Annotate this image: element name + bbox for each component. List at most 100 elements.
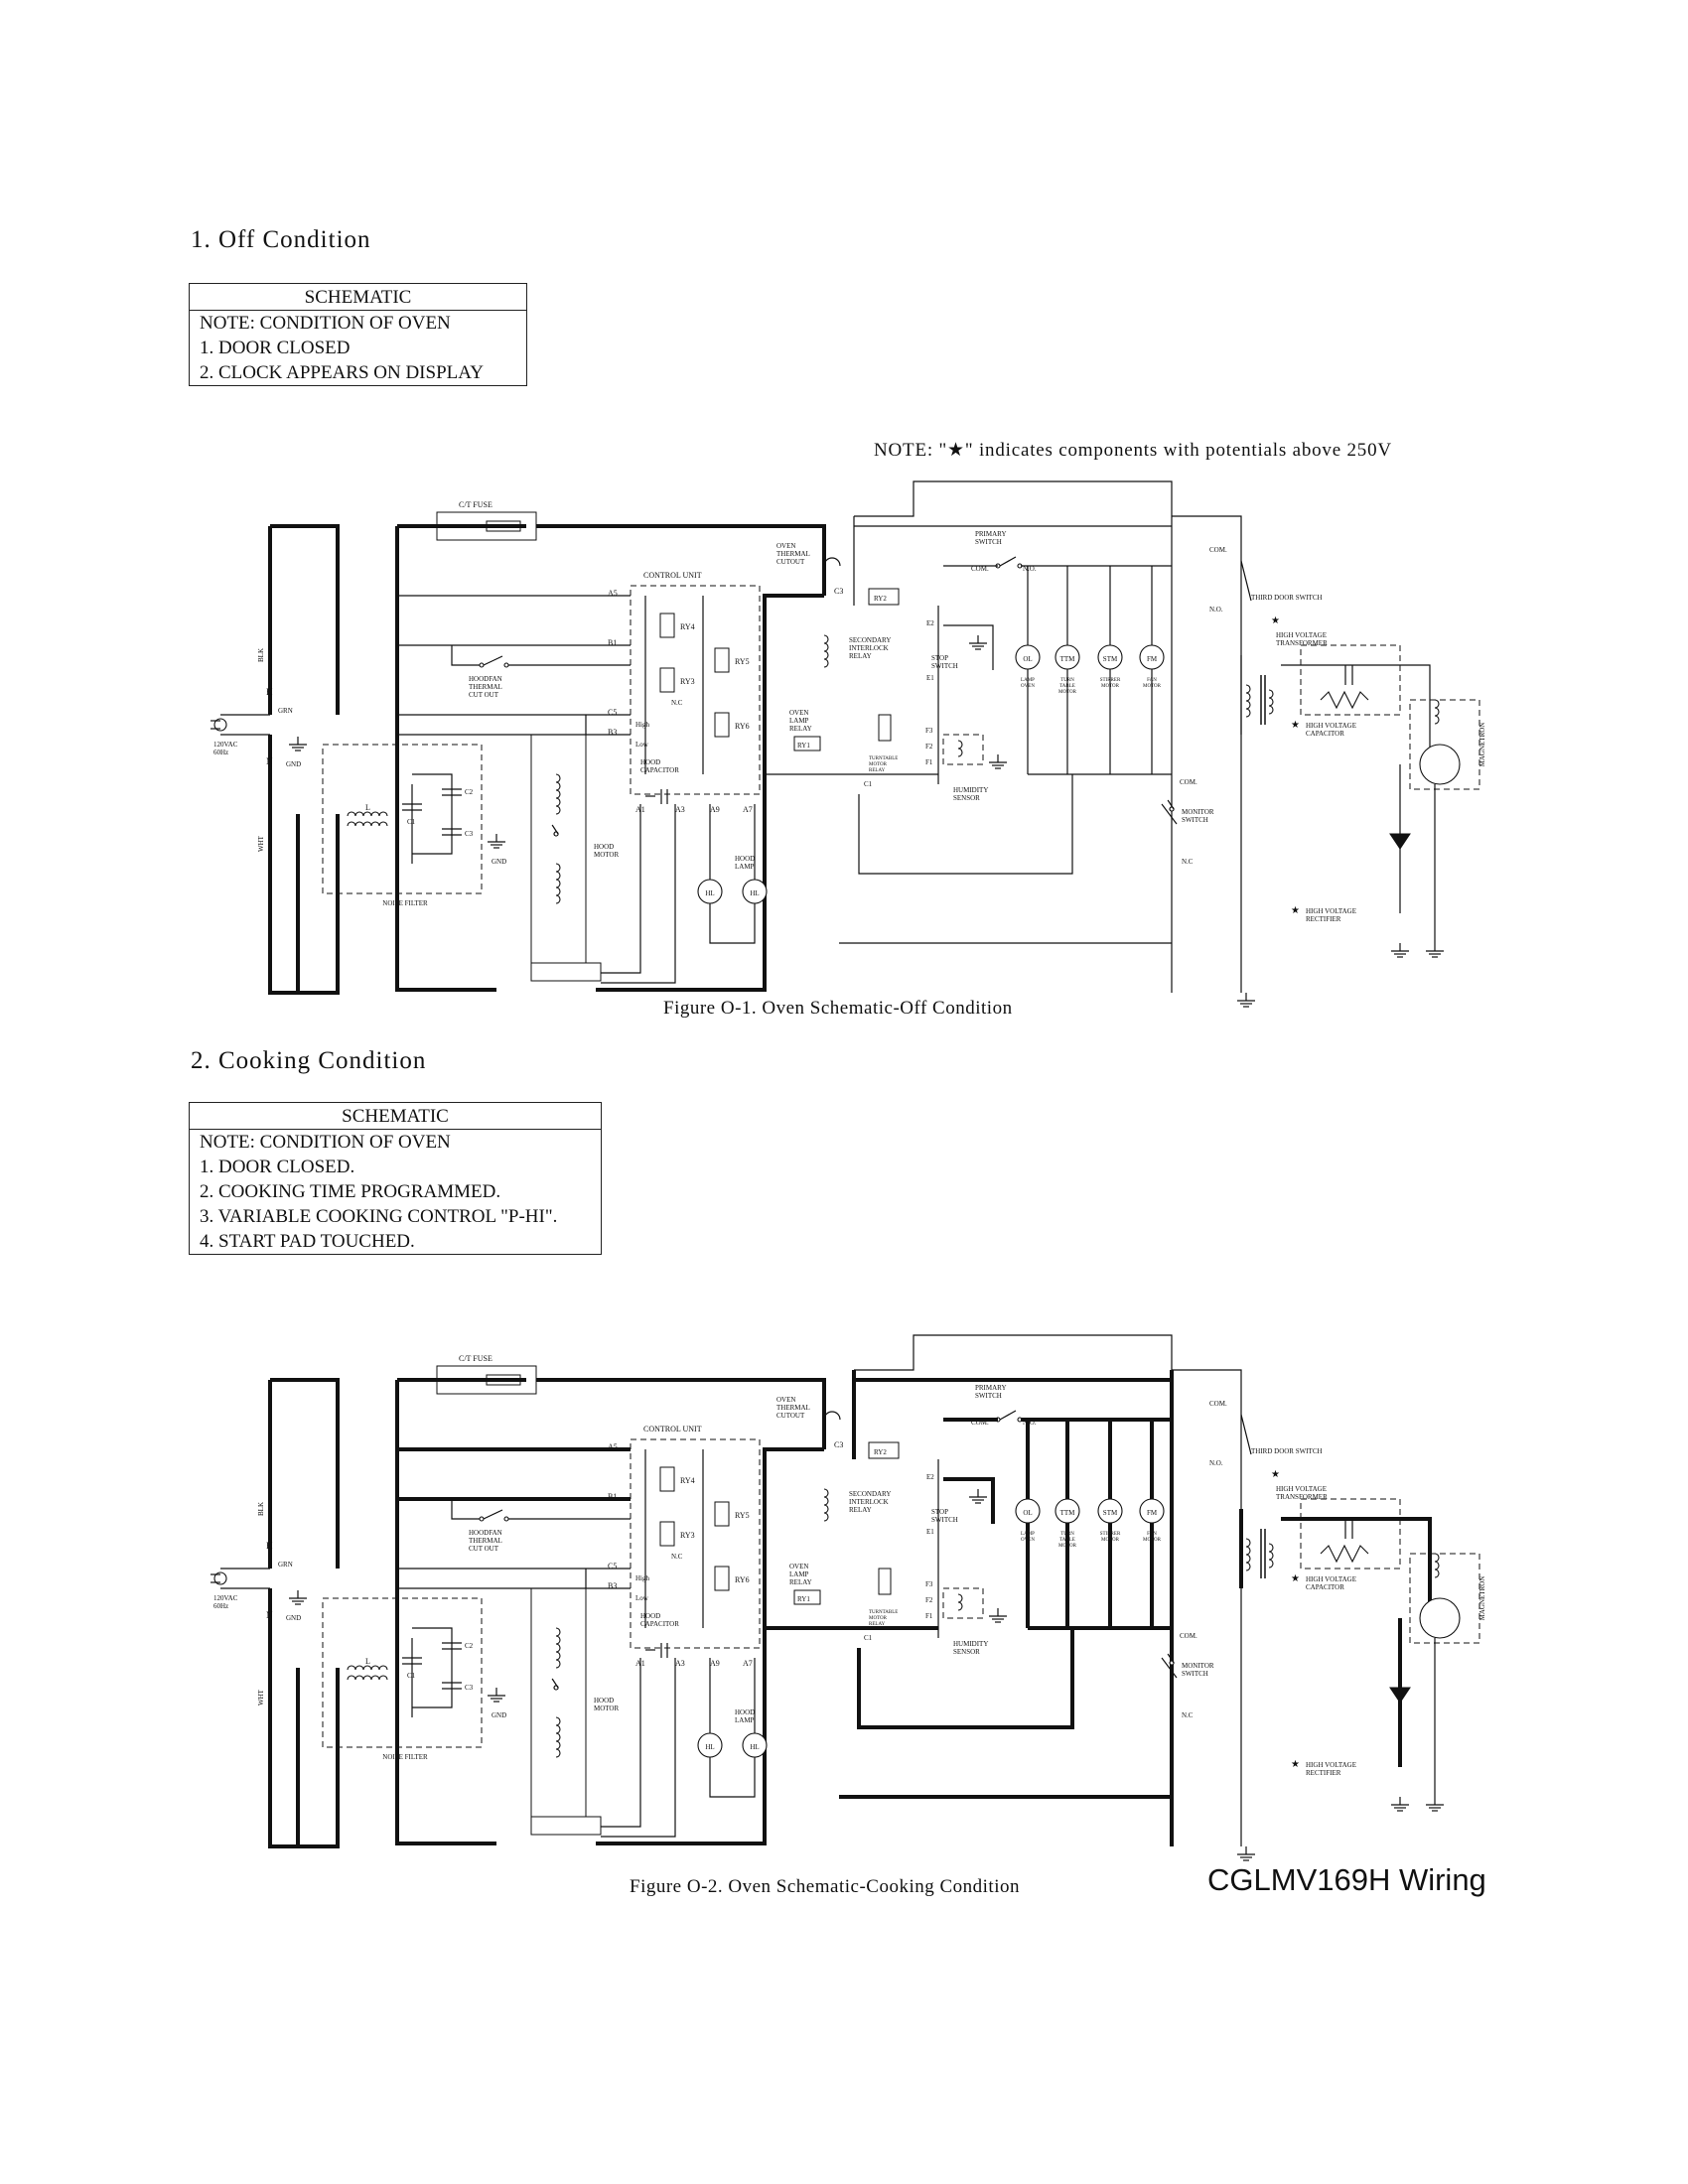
- supply-wire: [536, 1378, 826, 1449]
- com-label: COM.: [1209, 546, 1227, 554]
- gnd-label: GND: [492, 1711, 506, 1719]
- supply-wire: [270, 524, 340, 715]
- relay-coil-ry5: [714, 1501, 730, 1527]
- motor-label: STM: [1103, 655, 1118, 663]
- hood-motor-contact: [551, 1678, 559, 1689]
- humidity-sensor-box: [942, 1587, 984, 1619]
- monitor-switch: [1161, 1657, 1178, 1679]
- hv-capacitor-box: [1300, 644, 1401, 716]
- turntable-relay-label: MOTOR: [869, 762, 888, 767]
- hood-lamp-label: HL: [705, 889, 714, 897]
- humidity-sensor-coil: [957, 1593, 963, 1611]
- supply-label: 120VAC: [213, 1594, 238, 1602]
- hood-lamp-label: HL: [750, 1743, 759, 1751]
- hv-transformer-label: HIGH VOLTAGE: [1276, 631, 1327, 639]
- terminal-label: B3: [608, 1581, 617, 1590]
- magnetron-box: [1409, 699, 1480, 790]
- line-h-label: H: [266, 1541, 273, 1551]
- relay-label: RY4: [680, 622, 695, 631]
- supply-label: 60Hz: [213, 1602, 228, 1610]
- relay-coil-ry6: [714, 712, 730, 738]
- hv-star-icon: ★: [1291, 905, 1300, 916]
- oven-cutout-label: CUTOUT: [776, 558, 805, 566]
- terminal-label: F3: [925, 727, 933, 735]
- hv-transformer-secondary: [1268, 1543, 1274, 1569]
- terminal-label: A7: [743, 1659, 753, 1668]
- monitor-switch-label: MONITOR: [1182, 808, 1214, 816]
- section-2-heading: 2. Cooking Condition: [191, 1047, 427, 1074]
- stop-switch-label: STOP: [931, 654, 948, 662]
- relay-label: RY5: [735, 1511, 750, 1520]
- hood-capacitor-label: HOOD: [640, 1612, 660, 1620]
- relay-coil-turntable: [878, 714, 892, 742]
- hood-motor-wire: [601, 1658, 676, 1838]
- primary-switch: [999, 556, 1017, 567]
- hoodfan-cutout-label: THERMAL: [469, 683, 502, 691]
- terminal-label: B1: [608, 638, 617, 647]
- noise-filter-label: NOISE FILTER: [382, 899, 428, 907]
- relay-coil-ry6: [714, 1566, 730, 1591]
- supply-wire: [298, 1668, 340, 1848]
- magnetron-box: [1409, 1553, 1480, 1644]
- oven-thermal-cutout: [823, 557, 841, 567]
- cap-label: C2: [465, 1642, 474, 1650]
- wire-color-label: WHT: [257, 1689, 265, 1706]
- secondary-relay-coil: [823, 634, 829, 668]
- hv-transformer-primary: [1245, 684, 1251, 718]
- monitor-switch-label: MONITOR: [1182, 1662, 1214, 1670]
- magnetron-label: MAGNETRON: [1478, 723, 1486, 767]
- ct-fuse-label: C/T FUSE: [459, 1354, 492, 1363]
- relay-coil-ry3: [659, 667, 675, 693]
- third-door-switch: [1240, 560, 1252, 602]
- magnetron-tube: [1419, 744, 1461, 785]
- primary-switch: [999, 1410, 1017, 1421]
- secondary-relay-label: INTERLOCK: [849, 1498, 889, 1506]
- monitor-switch-label: SWITCH: [1182, 816, 1208, 824]
- terminal-label: A9: [710, 1659, 720, 1668]
- low-label: Low: [635, 1594, 649, 1602]
- oven-lamp-relay-label: OVEN: [789, 709, 808, 717]
- terminal-label: F1: [925, 1612, 933, 1620]
- hood-motor-winding: [555, 863, 561, 904]
- hv-rectifier-diode: [1389, 833, 1411, 850]
- hood-lamp-label: HL: [705, 1743, 714, 1751]
- hood-capacitor-label: CAPACITOR: [640, 766, 679, 774]
- coil-l-label: L: [365, 1657, 370, 1666]
- terminal-label: A5: [608, 1442, 618, 1451]
- relay-coil-ry4: [659, 613, 675, 638]
- section-1-heading: 1. Off Condition: [191, 226, 371, 253]
- section-2-note-box: SCHEMATIC NOTE: CONDITION OF OVEN 1. DOO…: [189, 1102, 602, 1255]
- supply-wire: [270, 1378, 340, 1569]
- terminal-label: A7: [743, 805, 753, 814]
- secondary-relay-label: INTERLOCK: [849, 644, 889, 652]
- terminal-label: F2: [925, 743, 933, 751]
- terminal-label: E1: [926, 674, 934, 682]
- hv-star-icon: ★: [1291, 1573, 1300, 1584]
- relay-coil-ry1: [793, 1589, 821, 1605]
- terminal-label: F2: [925, 1596, 933, 1604]
- terminal-label: C1: [864, 780, 873, 788]
- stop-switch-wire: [943, 1477, 995, 1524]
- cap-label: C3: [465, 1684, 474, 1692]
- ct-fuse-label: C/T FUSE: [459, 500, 492, 509]
- hv-star-icon: ★: [1271, 615, 1280, 626]
- stop-switch-wire: [943, 624, 994, 670]
- com-label: COM.: [1209, 1400, 1227, 1408]
- supply-wire: [596, 594, 824, 992]
- com-label: COM.: [1180, 778, 1197, 786]
- terminal-label: A9: [710, 805, 720, 814]
- third-door-wire: [1172, 515, 1242, 993]
- hv-capacitor-label: CAPACITOR: [1306, 1583, 1344, 1591]
- note-line: 4. START PAD TOUCHED.: [200, 1231, 415, 1252]
- supply-label: 120VAC: [213, 741, 238, 749]
- supply-wire-wht: [268, 735, 300, 995]
- note-box-header: SCHEMATIC: [190, 284, 526, 311]
- lamp-return-wire: [858, 774, 1073, 875]
- filter-choke: [347, 1665, 388, 1671]
- relay-coil-turntable: [878, 1568, 892, 1595]
- high-label: High: [635, 721, 650, 729]
- noise-filter-box: [322, 744, 483, 894]
- hood-lamp-wire: [709, 1757, 756, 1798]
- hv-secondary-wire: [1281, 1517, 1432, 1618]
